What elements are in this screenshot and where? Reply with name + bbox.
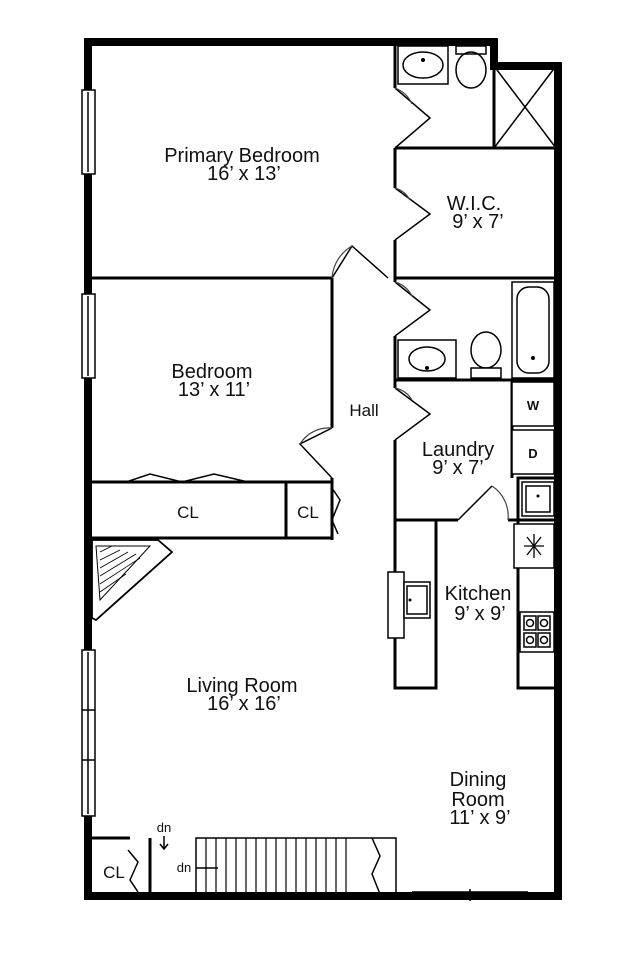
laundry-name: Laundry: [422, 439, 494, 461]
kitchen-name: Kitchen: [445, 583, 512, 605]
washer: W: [511, 381, 555, 427]
sliding-door: [412, 889, 528, 901]
doors: [125, 87, 509, 893]
primary-bath-fixtures: [397, 45, 557, 149]
stair-closet-label: CL: [103, 863, 125, 882]
hall-closet-label: CL: [297, 503, 319, 522]
stairs-down-label-2: dn: [177, 860, 191, 875]
wic-size: 9’ x 7’: [452, 211, 504, 233]
bedroom-size: 13’ x 11’: [178, 379, 250, 401]
stairs: [92, 836, 397, 895]
windows-left: [81, 89, 96, 817]
bath2-fixtures: [397, 281, 555, 379]
room-labels: Primary Bedroom 16’ x 13’ W.I.C. 9’ x 7’…: [103, 145, 511, 882]
interior-walls: [88, 42, 556, 690]
fireplace: [91, 539, 174, 622]
dining-room-name-line2: Room: [451, 789, 504, 811]
primary-bedroom-name: Primary Bedroom: [164, 145, 320, 167]
laundry-size: 9’ x 7’: [432, 457, 484, 479]
stairs-down-label-1: dn: [157, 820, 171, 835]
wic-name: W.I.C.: [447, 193, 501, 215]
bedroom-name: Bedroom: [171, 361, 252, 383]
bedroom-closet-label: CL: [177, 503, 199, 522]
primary-bedroom-size: 16’ x 13’: [207, 163, 281, 185]
dryer-label: D: [528, 446, 537, 461]
living-room-name: Living Room: [186, 675, 297, 697]
dining-room-name-line1: Dining: [450, 769, 507, 791]
washer-label: W: [527, 398, 540, 413]
living-room-size: 16’ x 16’: [207, 693, 281, 715]
kitchen-fixtures: [387, 481, 555, 653]
dryer: D: [511, 429, 555, 475]
kitchen-size: 9’ x 9’: [454, 603, 506, 625]
hall-name: Hall: [349, 401, 378, 420]
dining-room-size: 11’ x 9’: [449, 807, 510, 829]
